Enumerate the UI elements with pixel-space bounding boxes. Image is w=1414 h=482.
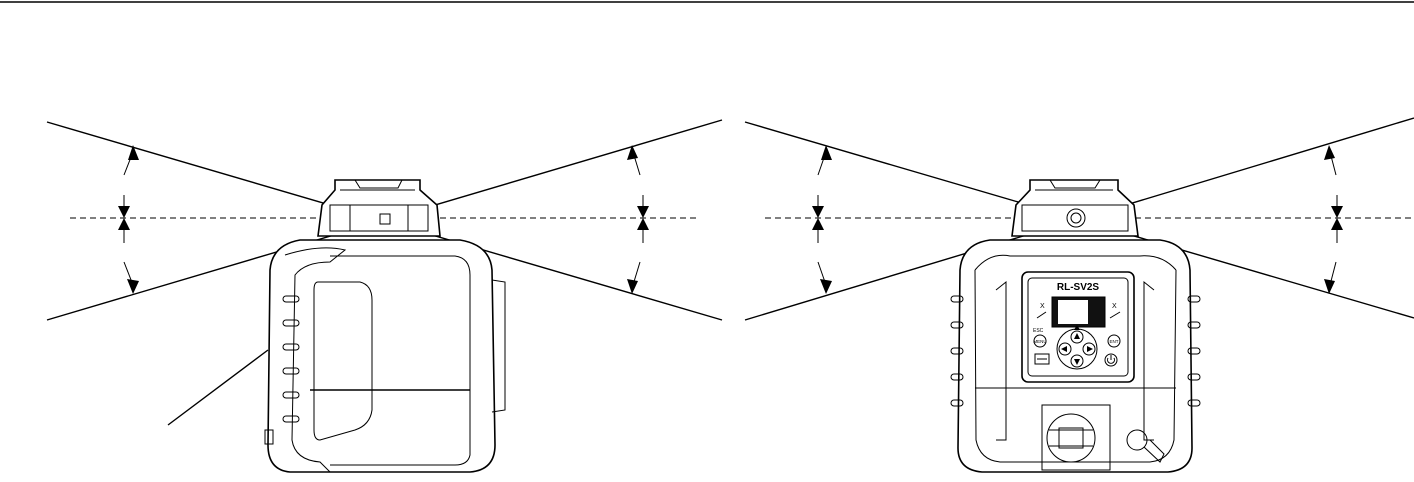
- laser-body-front: RL-SV2S X X ESC MENU ENT: [951, 240, 1200, 472]
- left-view: [47, 120, 722, 472]
- ent-button-label: ENT: [1110, 339, 1119, 344]
- right-view: RL-SV2S X X ESC MENU ENT: [745, 118, 1414, 472]
- left-angle-arrows-a: [118, 145, 139, 294]
- laser-head-front: [1012, 180, 1138, 236]
- laser-body-side: [265, 240, 505, 472]
- laser-head-side: [318, 180, 440, 236]
- left-angle-arrows-b: [627, 145, 649, 294]
- right-angle-arrows-b: [1324, 145, 1343, 294]
- svg-text:X: X: [1040, 303, 1045, 310]
- right-angle-arrows-a: [812, 145, 832, 294]
- svg-text:X: X: [1112, 303, 1117, 310]
- callout-leader-line: [168, 350, 268, 425]
- model-label: RL-SV2S: [1057, 282, 1100, 293]
- control-panel: RL-SV2S X X ESC MENU ENT: [1022, 272, 1134, 382]
- esc-label: ESC: [1033, 328, 1044, 334]
- menu-button-label: MENU: [1033, 339, 1046, 344]
